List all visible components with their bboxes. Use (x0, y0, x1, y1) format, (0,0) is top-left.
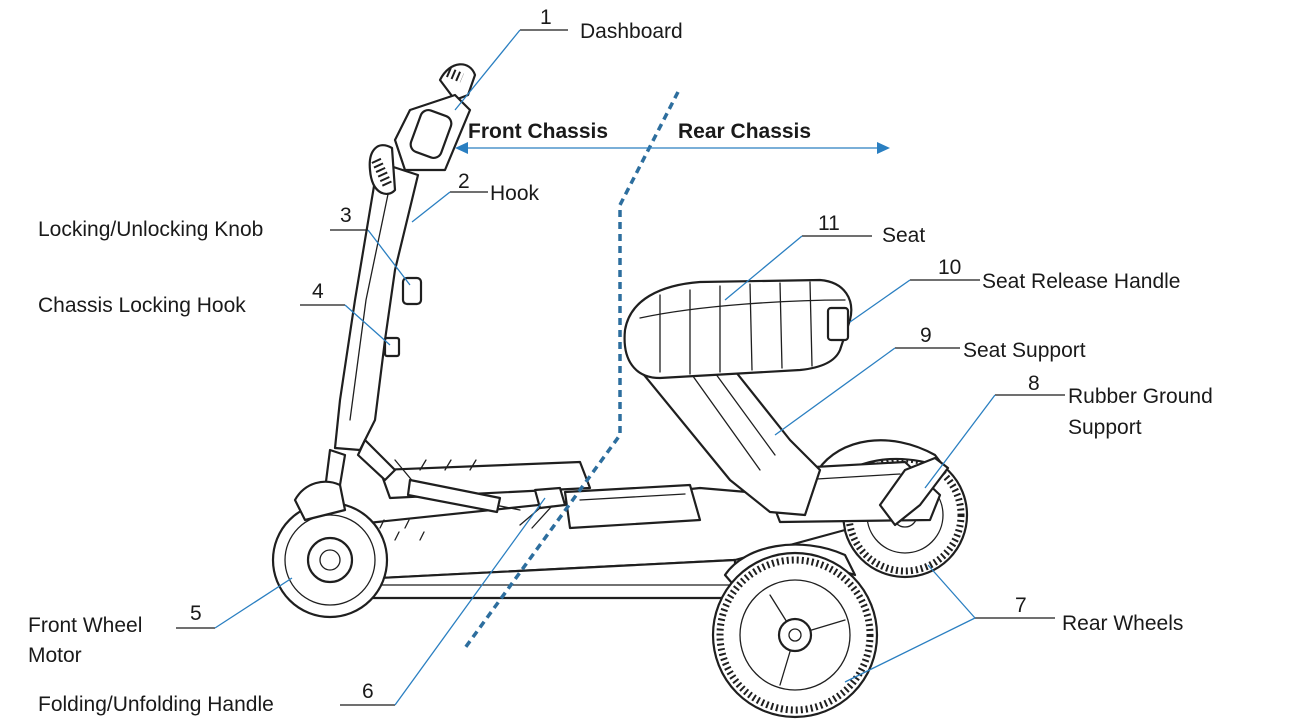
callout-label: Hook (490, 182, 540, 205)
callout-number: 6 (362, 680, 374, 703)
callout-number: 11 (818, 212, 840, 235)
callout-number: 2 (458, 170, 470, 193)
callout-number: 8 (1028, 372, 1040, 395)
callout-seat: 11 Seat (724, 212, 925, 301)
steering-column (316, 160, 521, 547)
handlebar (368, 63, 477, 195)
callout-label: Locking/Unlocking Knob (38, 218, 263, 241)
chassis-arrow: Front Chassis Rear Chassis (455, 120, 890, 154)
rubber-ground-support (878, 456, 950, 527)
callout-number: 4 (312, 280, 324, 303)
front-wheel (271, 501, 389, 619)
callout-rubber-ground-support: 8 Rubber Ground Support (924, 372, 1213, 489)
callout-number: 9 (920, 324, 932, 347)
scooter-illustration (271, 63, 969, 719)
callout-label: Front Wheel (28, 614, 142, 637)
callout-dashboard: 1 Dashboard (454, 6, 683, 111)
callout-number: 3 (340, 204, 352, 227)
callout-folding-handle: 6 Folding/Unfolding Handle (38, 497, 546, 716)
rear-wheel-left (711, 543, 879, 719)
callout-label: Folding/Unfolding Handle (38, 693, 274, 716)
seat (623, 278, 853, 380)
callout-number: 7 (1015, 594, 1027, 617)
callout-seat-release-handle: 10 Seat Release Handle (849, 256, 1180, 323)
callout-label: Rubber Ground (1068, 385, 1213, 408)
folding-handle (519, 486, 567, 529)
callout-label: Seat Release Handle (982, 270, 1180, 293)
callout-label: Seat Support (963, 339, 1086, 362)
front-fender (293, 480, 347, 522)
callout-front-wheel-motor: 5 Front Wheel Motor (28, 577, 293, 667)
callout-label: Seat (882, 224, 925, 247)
callout-number: 1 (540, 6, 552, 29)
callout-label: Chassis Locking Hook (38, 294, 246, 317)
rear-chassis-label: Rear Chassis (678, 120, 811, 143)
callout-rear-wheels: 7 Rear Wheels (844, 564, 1183, 683)
callout-label: Motor (28, 644, 82, 667)
callout-number: 10 (938, 256, 961, 279)
callout-label: Support (1068, 416, 1142, 439)
callout-locking-knob: 3 Locking/Unlocking Knob (38, 204, 411, 286)
callout-chassis-locking-hook: 4 Chassis Locking Hook (38, 280, 391, 346)
callout-hook: 2 Hook (411, 170, 540, 223)
callout-label: Rear Wheels (1062, 612, 1183, 635)
callout-seat-support: 9 Seat Support (774, 324, 1086, 436)
front-chassis-label: Front Chassis (468, 120, 608, 143)
callout-number: 5 (190, 602, 202, 625)
callout-label: Dashboard (580, 20, 683, 43)
